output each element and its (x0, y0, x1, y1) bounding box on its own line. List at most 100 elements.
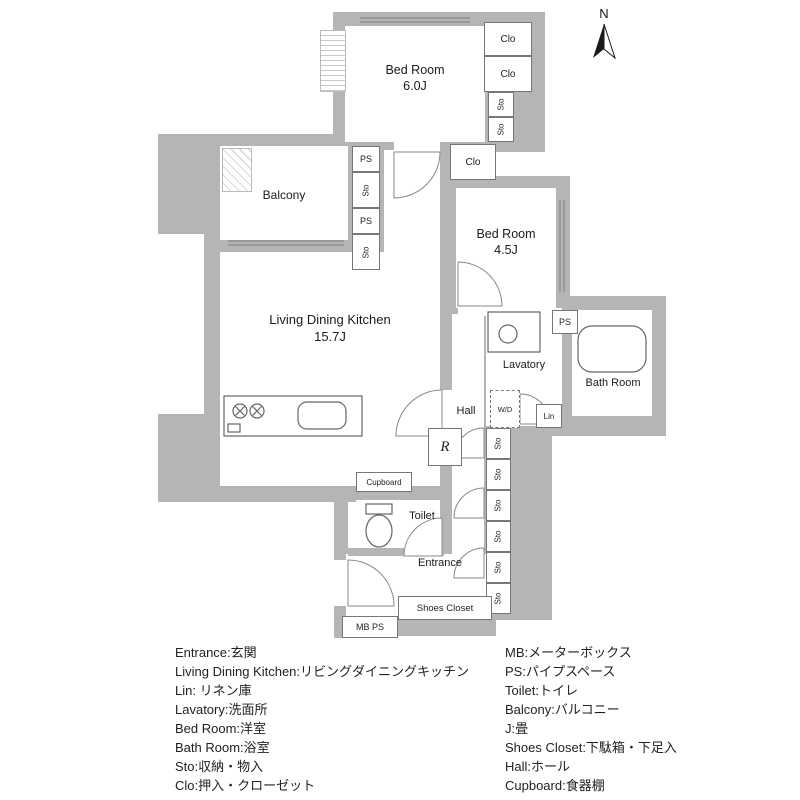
legend-right-line: Toilet:トイレ (505, 683, 578, 698)
storage-sto-topright2: Sto (488, 117, 514, 142)
ldk-size: 15.7J (314, 328, 346, 344)
legend-left-line: Living Dining Kitchen:リビングダイニングキッチン (175, 664, 470, 679)
room-ldk-arm (384, 150, 440, 254)
wall-pillar-bottom-left (158, 414, 220, 500)
room-ldk-main (220, 252, 440, 486)
legend-left-line: Lavatory:洗面所 (175, 702, 268, 717)
sto-label: Sto (493, 592, 503, 605)
bedroom6-size: 6.0J (403, 79, 427, 94)
mb-ps-label: MB PS (355, 622, 384, 632)
ldk-name: Living Dining Kitchen (269, 312, 391, 327)
cupboard-label: Cupboard (366, 477, 402, 487)
washer-dryer-label: W/D (497, 404, 513, 414)
lavatory-label: Lavatory (486, 358, 562, 372)
entrance-label: Entrance (392, 556, 488, 570)
sto-label: Sto (361, 245, 371, 259)
entrance-name: Entrance (417, 557, 463, 569)
legend-left-line: Lin: リネン庫 (175, 683, 252, 698)
ldk-label: Living Dining Kitchen 15.7J (220, 312, 440, 346)
sto-label: Sto (493, 437, 503, 450)
closet-clo-top2: Clo (484, 56, 532, 92)
sto-label: Sto (496, 123, 506, 136)
legend-right-line: Cupboard:食器棚 (505, 778, 605, 793)
cupboard-box: Cupboard (356, 472, 412, 492)
meter-box-pipe-space: MB PS (342, 616, 398, 638)
doorway-bedroom6 (394, 142, 440, 152)
sto-label: Sto (496, 98, 506, 111)
balcony-name: Balcony (262, 188, 306, 202)
north-arrow-dark-half (593, 24, 604, 58)
legend-right-line: MB:メーターボックス (505, 645, 632, 660)
closet-clo-mid: Clo (450, 144, 496, 180)
legend-right-line: Balcony:バルコニー (505, 702, 620, 717)
sto-label: Sto (493, 468, 503, 481)
sto-label: Sto (493, 561, 503, 574)
storage-sto-right3: Sto (486, 490, 511, 521)
clo-label: Clo (465, 156, 481, 168)
north-arrow-light-half (603, 23, 616, 60)
pipe-space-bath: PS (552, 310, 578, 334)
compass-north-label: N (592, 6, 616, 23)
legend-left-line: Entrance:玄関 (175, 645, 257, 660)
doorway-ldk (440, 390, 454, 436)
room-bath (572, 310, 652, 416)
hall-name: Hall (456, 405, 476, 417)
clo-label: Clo (500, 68, 516, 80)
legend-left-column: Entrance:玄関 Living Dining Kitchen:リビングダイ… (175, 643, 469, 795)
bathroom-name: Bath Room (585, 377, 641, 389)
wall-toilet-right (440, 500, 452, 556)
legend-left-line: Sto:収納・物入 (175, 759, 264, 774)
storage-sto-left2: Sto (352, 234, 380, 270)
doorway-entrance (334, 560, 348, 606)
legend-right-line: Hall:ホール (505, 759, 571, 774)
bedroom45-name: Bed Room (476, 227, 536, 241)
toilet-label: Toilet (394, 509, 450, 523)
storage-sto-right2: Sto (486, 459, 511, 490)
bedroom6-label: Bed Room 6.0J (345, 62, 485, 95)
toilet-name: Toilet (409, 510, 435, 522)
wall-pillar-top-left (158, 134, 232, 234)
ps-label: PS (359, 216, 372, 226)
storage-sto-topright1: Sto (488, 92, 514, 117)
wall-toilet-entrance-divider (348, 548, 444, 556)
balcony-label: Balcony (220, 188, 348, 204)
legend-left-line: Bed Room:洋室 (175, 721, 267, 736)
bathroom-label: Bath Room (584, 376, 642, 390)
hatch-balcony-corner (222, 148, 252, 192)
washer-dryer-box: W/D (490, 390, 520, 428)
room-bedroom6 (345, 26, 485, 142)
ps-label: PS (359, 154, 372, 164)
storage-sto-right5: Sto (486, 552, 511, 583)
storage-sto-right1: Sto (486, 428, 511, 459)
bedroom45-size: 4.5J (494, 243, 518, 258)
shoes-closet-label: Shoes Closet (416, 602, 474, 614)
ps-label: PS (558, 317, 571, 327)
legend-right-line: J:畳 (505, 721, 529, 736)
closet-clo-top1: Clo (484, 22, 532, 56)
refrigerator-label: R (440, 438, 450, 455)
linen-closet-box: Lin (536, 404, 562, 428)
shoes-closet-box: Shoes Closet (398, 596, 492, 620)
legend-right-column: MB:メーターボックス PS:パイプスペース Toilet:トイレ Balcon… (505, 643, 677, 795)
hall-label: Hall (440, 404, 492, 418)
sto-label: Sto (361, 183, 371, 197)
lin-label: Lin (543, 411, 555, 421)
sto-label: Sto (493, 499, 503, 512)
storage-sto-left1: Sto (352, 172, 380, 208)
legend-left-line: Bath Room:浴室 (175, 740, 270, 755)
doorway-bedroom45 (458, 308, 502, 316)
pipe-space-left2: PS (352, 208, 380, 234)
wall-balcony-top (216, 134, 352, 146)
legend-left-line: Clo:押入・クローゼット (175, 778, 316, 793)
refrigerator-box: R (428, 428, 462, 466)
bedroom6-name: Bed Room (385, 63, 445, 77)
legend-right-line: PS:パイプスペース (505, 664, 616, 679)
legend-right-line: Shoes Closet:下駄箱・下足入 (505, 740, 677, 755)
north-arrow-icon (593, 23, 616, 60)
hatch-shaft-top (320, 30, 346, 92)
lavatory-name: Lavatory (502, 359, 546, 371)
north-letter: N (599, 6, 609, 21)
clo-label: Clo (500, 33, 516, 45)
sto-label: Sto (493, 530, 503, 543)
